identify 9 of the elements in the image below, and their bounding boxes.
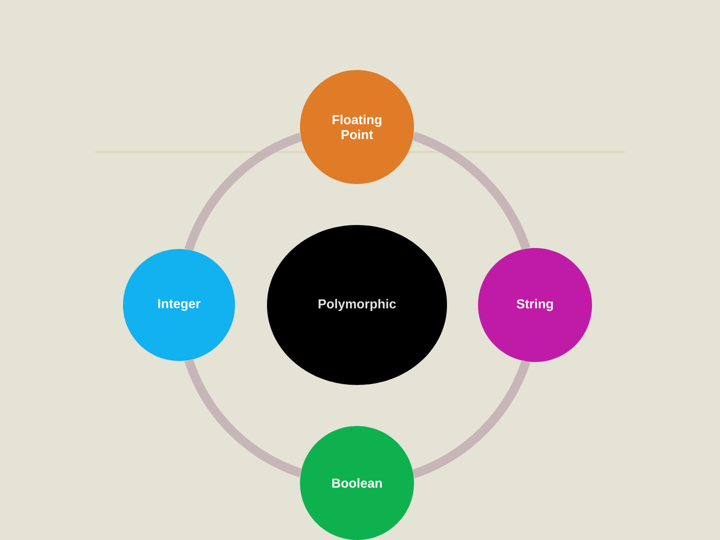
circle-node: String xyxy=(478,248,592,362)
ellipse-node: Polymorphic xyxy=(267,224,447,385)
ring-connector xyxy=(412,360,530,478)
circle-node: Boolean xyxy=(300,426,414,540)
circle-node: Integer xyxy=(123,248,235,361)
ring-connector xyxy=(184,358,302,478)
ring-connector xyxy=(412,132,530,250)
ring-connector xyxy=(184,132,302,252)
circle-node: Floating Point xyxy=(300,70,414,184)
